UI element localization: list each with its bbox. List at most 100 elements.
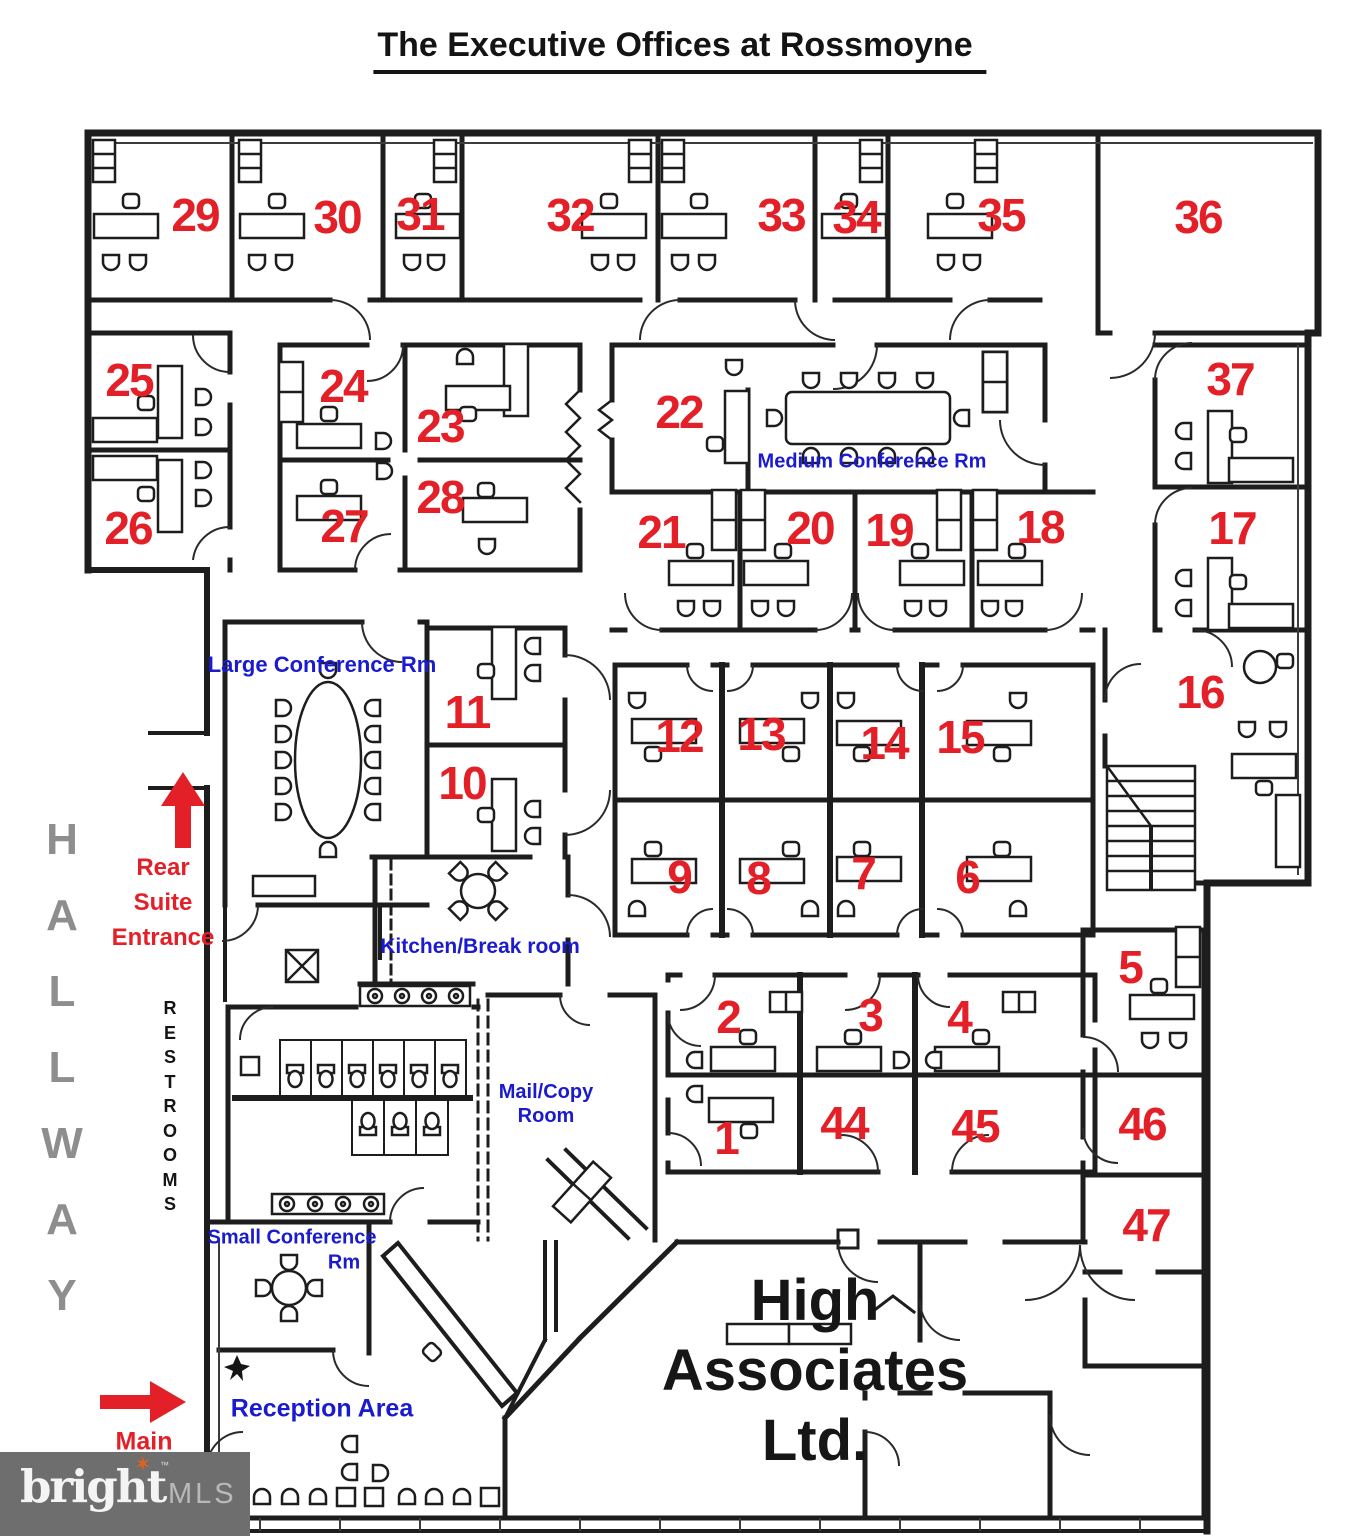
room-number-5: 5 <box>1118 941 1144 993</box>
chair-icon <box>1228 573 1248 591</box>
guest-chair-icon <box>1008 691 1028 710</box>
chair-icon <box>476 662 496 680</box>
small-conference-label-line1: Small Conference <box>207 1226 377 1249</box>
chair-icon <box>992 840 1012 858</box>
desk-icon <box>238 212 306 240</box>
mail-copy-label-line2: Room <box>517 1105 575 1127</box>
room-number-11: 11 <box>444 686 492 738</box>
guest-chair-icon <box>523 799 542 819</box>
guest-chair-icon <box>936 253 956 272</box>
shelf-icon <box>660 138 686 184</box>
fixture-icon <box>239 1055 261 1077</box>
conference-table-icon <box>256 1255 322 1321</box>
guest-chair-icon <box>1140 1031 1160 1050</box>
guest-chair-icon <box>1174 598 1193 618</box>
four-point-star-icon: ✶ <box>134 1453 152 1476</box>
guest-chair-icon <box>800 899 820 918</box>
waiting-chair-icon <box>308 1487 328 1506</box>
chair-icon <box>781 840 801 858</box>
guest-chair-icon <box>1174 421 1193 441</box>
room-number-23: 23 <box>416 400 465 452</box>
toilet-icon <box>422 1111 442 1137</box>
hallway-letters-3: L <box>48 1043 76 1092</box>
guest-chair-icon <box>627 691 647 710</box>
guest-chair-icon <box>836 691 856 710</box>
reception-label: Reception Area <box>230 1394 414 1423</box>
guest-chair-icon <box>1174 568 1193 588</box>
desk-icon <box>1227 602 1295 630</box>
chair-icon <box>476 806 496 824</box>
cabinet-icon <box>739 488 767 552</box>
table-icon <box>1242 649 1278 685</box>
guest-chair-icon <box>194 488 213 508</box>
guest-chair-icon <box>750 599 770 618</box>
guest-chair-icon <box>892 1050 911 1070</box>
chair-icon <box>1228 426 1248 444</box>
guest-chair-icon <box>194 417 213 437</box>
chair-icon <box>420 1340 444 1364</box>
room-number-32: 32 <box>546 189 595 241</box>
room-number-9: 9 <box>667 851 693 903</box>
chair-icon <box>1275 652 1295 670</box>
sink-icon <box>393 987 411 1005</box>
chair-icon <box>992 745 1012 763</box>
guest-chair-icon <box>670 253 690 272</box>
room-number-31: 31 <box>396 188 445 240</box>
desk-icon <box>723 389 751 465</box>
desk-icon <box>742 559 810 587</box>
room-number-30: 30 <box>313 191 362 243</box>
restrooms-letters-4: R <box>163 1096 177 1116</box>
waiting-chair-icon <box>340 1462 359 1482</box>
room-number-16: 16 <box>1176 666 1225 718</box>
desk-icon <box>709 1045 777 1073</box>
room-number-21: 21 <box>637 506 686 558</box>
chair-icon <box>1149 977 1169 995</box>
desk-icon <box>815 1045 883 1073</box>
room-number-19: 19 <box>865 504 914 556</box>
furniture <box>91 138 1302 1508</box>
chair-icon <box>136 485 156 503</box>
chair-icon <box>267 192 287 210</box>
shelf-icon <box>1001 990 1037 1014</box>
shelf-icon <box>627 138 653 184</box>
toilet-icon <box>440 1063 460 1089</box>
desk-icon <box>898 559 966 587</box>
tenant-name-line2: Associates <box>661 1338 969 1403</box>
toilet-icon <box>316 1063 336 1089</box>
brightmls-logo: bright ✶ ™ MLS <box>0 1452 250 1536</box>
guest-chair-icon <box>194 387 213 407</box>
guest-chair-icon <box>616 253 636 272</box>
restrooms-letters-1: E <box>163 1022 177 1043</box>
sink-icon <box>447 987 465 1005</box>
shelf-icon <box>768 990 804 1014</box>
waiting-chair-icon <box>340 1434 359 1454</box>
medium-conference-label: Medium Conference Rm <box>757 450 987 473</box>
chair-icon <box>705 435 725 453</box>
guest-chair-icon <box>724 358 744 377</box>
cabinet-icon <box>277 360 305 424</box>
toilet-icon <box>285 1063 305 1089</box>
sink-counter <box>270 1192 386 1216</box>
guest-chair-icon <box>903 599 923 618</box>
room-number-12: 12 <box>655 710 704 762</box>
desk-icon <box>1227 456 1295 484</box>
rear-entrance-label-line3: Entrance <box>111 924 215 951</box>
cabinet-icon <box>1174 925 1202 989</box>
desk-icon <box>156 364 184 440</box>
toilet-icon <box>390 1111 410 1137</box>
mail-copy-label: Mail/Copy Room <box>499 1080 593 1128</box>
toilet-icon <box>378 1063 398 1089</box>
room-number-22: 22 <box>655 386 704 438</box>
conference-table-icon <box>276 663 380 857</box>
restrooms-letters-7: M <box>162 1169 178 1190</box>
guest-chair-icon <box>685 1084 704 1104</box>
waiting-chair-icon <box>252 1487 272 1506</box>
guest-chair-icon <box>1004 599 1024 618</box>
page-title: The Executive Offices at Rossmoyne <box>373 26 987 74</box>
room-number-7: 7 <box>851 847 877 899</box>
desk-icon <box>660 212 728 240</box>
room-number-25: 25 <box>105 354 154 406</box>
sink-icon <box>306 1195 324 1213</box>
